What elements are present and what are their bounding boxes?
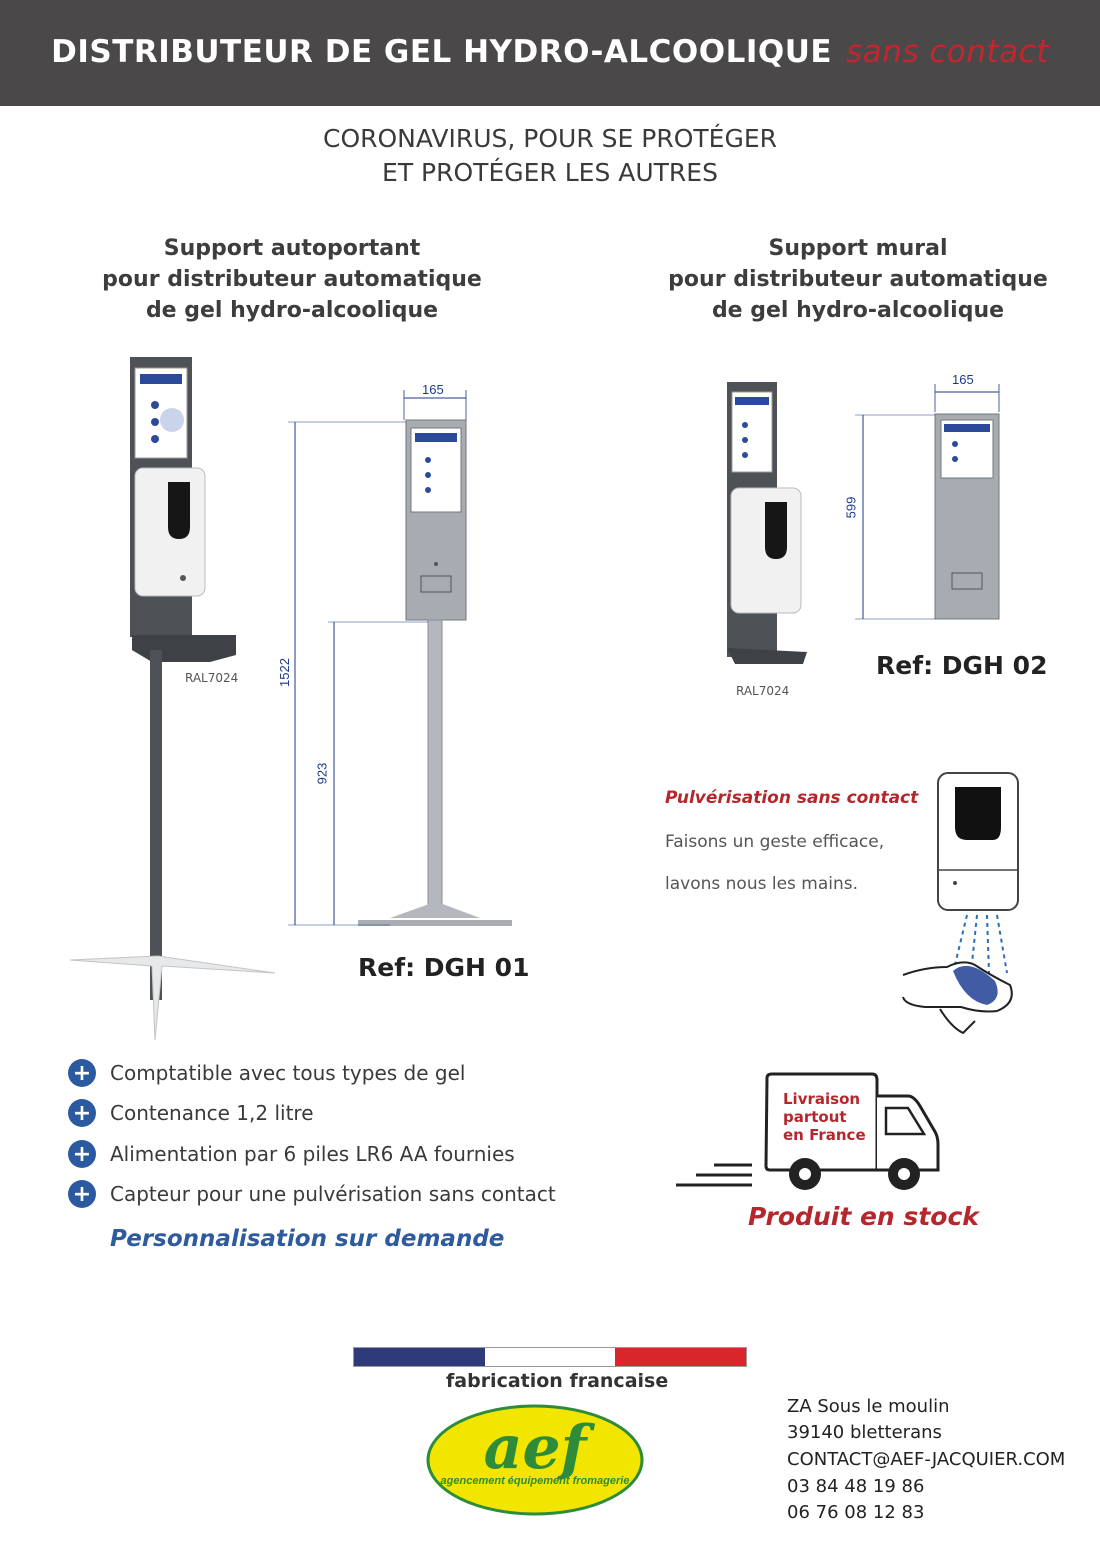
hand-sanitizer-dispenser-icon <box>902 772 1019 1035</box>
delivery-line-3: en France <box>783 1126 866 1144</box>
feature-text: Capteur pour une pulvérisation sans cont… <box>110 1182 556 1206</box>
right-title-line-1: Support mural <box>768 236 948 261</box>
plus-icon: + <box>68 1059 96 1087</box>
left-title-line-3: de gel hydro-alcoolique <box>145 298 439 323</box>
right-dim-height: 599 <box>843 496 859 519</box>
left-title-line-2: pour distributeur automatique <box>102 267 482 292</box>
personalisation-note: Personnalisation sur demande <box>110 1226 505 1252</box>
right-title-line-2: pour distributeur automatique <box>668 267 1048 292</box>
feature-item: + Contenance 1,2 litre <box>68 1098 314 1128</box>
wall-mount-technical-drawing <box>855 384 1000 620</box>
fabrication-label: fabrication francaise <box>446 1370 669 1392</box>
freestanding-stand-illustration <box>69 357 276 1041</box>
left-dim-total-height: 1522 <box>276 658 292 687</box>
plus-icon: + <box>68 1140 96 1168</box>
wall-mount-illustration <box>727 382 807 664</box>
plus-icon: + <box>68 1180 96 1208</box>
feature-item: + Comptatible avec tous types de gel <box>68 1058 465 1088</box>
delivery-truck-icon <box>676 1072 940 1190</box>
left-product-title: Support autoportant pour distributeur au… <box>82 233 502 326</box>
contact-city: 39140 bletterans <box>787 1422 942 1443</box>
page-title: DISTRIBUTEUR DE GEL HYDRO-ALCOOLIQUE sans… <box>0 34 1100 70</box>
flag-red <box>615 1348 746 1366</box>
delivery-line-2: partout <box>783 1108 847 1126</box>
contact-phone-1[interactable]: 03 84 48 19 86 <box>787 1476 925 1497</box>
spray-title: Pulvérisation sans contact <box>665 788 919 808</box>
right-dim-width: 165 <box>952 372 974 387</box>
right-product-title: Support mural pour distributeur automati… <box>648 233 1068 326</box>
aef-logo: aef agencement équipement fromagerie <box>426 1404 644 1516</box>
logo-tagline: agencement équipement fromagerie <box>441 1475 630 1487</box>
spray-text-line-2: lavons nous les mains. <box>665 874 859 894</box>
left-dim-pole-height: 923 <box>314 762 330 785</box>
spray-text-line-1: Faisons un geste efficace, <box>665 832 885 852</box>
feature-text: Contenance 1,2 litre <box>110 1101 314 1125</box>
right-product-ref: Ref: DGH 02 <box>876 651 1048 680</box>
flag-white <box>485 1348 615 1366</box>
contact-address: ZA Sous le moulin <box>787 1396 950 1417</box>
freestanding-technical-drawing <box>288 390 512 926</box>
feature-item: + Capteur pour une pulvérisation sans con… <box>68 1179 556 1209</box>
left-product-ref: Ref: DGH 01 <box>358 953 530 982</box>
title-accent: sans contact <box>846 34 1049 70</box>
feature-text: Comptatible avec tous types de gel <box>110 1061 466 1085</box>
contact-phone-2[interactable]: 06 76 08 12 83 <box>787 1502 925 1523</box>
logo-letters: aef <box>484 1413 596 1483</box>
delivery-line-1: Livraison <box>783 1090 861 1108</box>
title-text: DISTRIBUTEUR DE GEL HYDRO-ALCOOLIQUE <box>51 34 833 70</box>
subtitle-line-1: CORONAVIRUS, POUR SE PROTÉGER <box>322 124 777 153</box>
right-title-line-3: de gel hydro-alcoolique <box>711 298 1005 323</box>
left-title-line-1: Support autoportant <box>163 236 421 261</box>
flag-blue <box>354 1348 485 1366</box>
left-ral-code: RAL7024 <box>185 671 239 685</box>
delivery-text: Livraison partout en France <box>783 1090 866 1144</box>
plus-icon: + <box>68 1099 96 1127</box>
left-dim-width: 165 <box>422 382 444 397</box>
header-banner <box>0 0 1100 106</box>
subtitle-line-2: ET PROTÉGER LES AUTRES <box>382 158 718 187</box>
right-ral-code: RAL7024 <box>736 684 790 698</box>
french-flag-bar <box>353 1347 747 1367</box>
contact-email[interactable]: CONTACT@AEF-JACQUIER.COM <box>787 1449 1066 1470</box>
feature-item: + Alimentation par 6 piles LR6 AA fournie… <box>68 1139 515 1169</box>
stock-label: Produit en stock <box>748 1202 979 1231</box>
feature-text: Alimentation par 6 piles LR6 AA fournies <box>110 1142 515 1166</box>
